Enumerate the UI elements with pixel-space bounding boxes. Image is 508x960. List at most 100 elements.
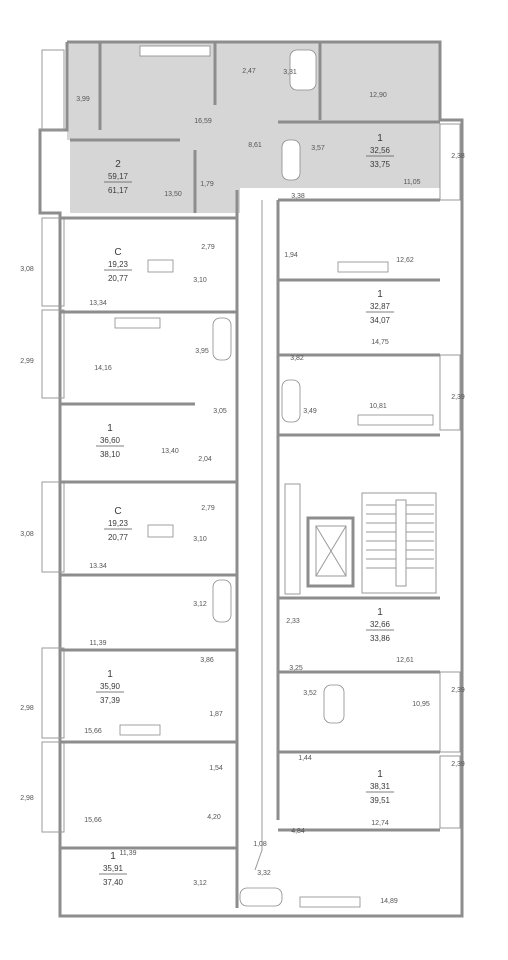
unit-total-area: 61,17 [108, 186, 129, 195]
unit-living-area: 59,17 [108, 172, 129, 181]
room-area: 2,38 [451, 153, 465, 160]
room-area: 2,39 [451, 761, 465, 768]
room-area: 14,16 [94, 365, 112, 372]
balcony [41, 647, 65, 739]
room-area: 14,75 [371, 339, 389, 346]
unit-living-area: 19,23 [108, 260, 129, 269]
unit-label[interactable]: 2 59,17 61,17 [104, 159, 132, 195]
balcony [41, 217, 65, 307]
room-area: 2,98 [20, 705, 34, 712]
balcony [439, 123, 461, 201]
unit-label[interactable]: С 19,23 20,77 [104, 247, 132, 283]
balcony [41, 49, 65, 131]
unit-type: 1 [377, 769, 383, 780]
unit-total-area: 34,07 [370, 316, 391, 325]
unit-type: 1 [377, 133, 383, 144]
room-area: 1,87 [209, 711, 223, 718]
room-area: 12,90 [369, 92, 387, 99]
unit-type: 1 [110, 851, 116, 862]
unit-total-area: 37,39 [100, 696, 121, 705]
corridor-outline [254, 200, 263, 871]
unit-living-area: 32,87 [370, 302, 391, 311]
room-area: 3,12 [193, 880, 207, 887]
room-area: 11,05 [404, 179, 421, 186]
balcony [439, 671, 461, 753]
room-area: 2,39 [451, 687, 465, 694]
room-area: 1,54 [209, 765, 223, 772]
elevator-cross [315, 525, 347, 577]
room-area: 3,10 [193, 277, 207, 284]
room-area: 3,82 [290, 355, 304, 362]
room-area: 3,38 [291, 193, 305, 200]
balcony [41, 741, 65, 833]
room-area: 14,89 [380, 898, 398, 905]
room-area: 3,57 [311, 145, 325, 152]
unit-living-area: 36,60 [100, 436, 121, 445]
unit-label[interactable]: 1 38,31 39,51 [366, 769, 394, 805]
kitchen-counters [114, 45, 434, 908]
room-area: 1,94 [284, 252, 298, 259]
room-area: 2,47 [242, 68, 256, 75]
room-area: 2,04 [198, 456, 212, 463]
unit-type: 1 [377, 607, 383, 618]
room-area: 3,05 [213, 408, 227, 415]
room-area: 3,52 [303, 690, 317, 697]
room-area: 3,12 [193, 601, 207, 608]
room-area: 8,61 [248, 142, 262, 149]
room-area: 3,31 [283, 69, 297, 76]
room-area: 2,79 [201, 244, 215, 251]
room-area: 3,25 [289, 665, 303, 672]
balcony [41, 481, 65, 573]
unit-label[interactable]: С 19,23 20,77 [104, 506, 132, 542]
unit-label[interactable]: 1 32,87 34,07 [366, 289, 394, 325]
room-area: 1,44 [298, 755, 312, 762]
room-area: 13,40 [161, 448, 179, 455]
room-area: 15,66 [84, 728, 102, 735]
room-area: 1,08 [253, 841, 267, 848]
unit-living-area: 35,90 [100, 682, 121, 691]
unit-living-area: 19,23 [108, 519, 129, 528]
room-area: 13,50 [164, 191, 182, 198]
room-area: 12,62 [396, 257, 414, 264]
room-area: 12,74 [371, 820, 389, 827]
unit-type: 1 [107, 423, 113, 434]
room-area: 10,81 [369, 403, 387, 410]
room-area: 16,59 [194, 118, 212, 125]
unit-label[interactable]: 1 35,91 37,40 [99, 851, 127, 887]
unit-total-area: 39,51 [370, 796, 391, 805]
room-area: 2,99 [20, 358, 34, 365]
unit-label[interactable]: 1 35,90 37,39 [96, 669, 124, 705]
balcony [439, 354, 461, 431]
room-area: 3,99 [76, 96, 90, 103]
unit-total-area: 37,40 [103, 878, 124, 887]
balcony [439, 755, 461, 829]
room-area: 3,86 [200, 657, 214, 664]
lobby-shaft [284, 483, 301, 595]
room-area: 11,39 [90, 640, 107, 647]
room-areas: 2,47 3,31 12,90 3,99 16,59 8,61 13,50 1,… [20, 68, 465, 905]
unit-living-area: 32,66 [370, 620, 391, 629]
unit-label[interactable]: 1 32,56 33,75 [366, 133, 394, 169]
unit-total-area: 33,86 [370, 634, 391, 643]
unit-label[interactable]: 1 32,66 33,86 [366, 607, 394, 643]
room-area: 2,39 [451, 394, 465, 401]
unit-label[interactable]: 1 36,60 38,10 [96, 423, 124, 459]
room-area: 4,84 [291, 828, 305, 835]
room-area: 11,39 [120, 850, 137, 857]
unit-type: 2 [115, 159, 121, 170]
highlighted-apartment-fill[interactable] [67, 42, 440, 213]
balcony [41, 309, 65, 399]
bath-fixtures [212, 49, 345, 907]
elevator-shaft [306, 516, 355, 588]
room-area: 2,33 [286, 618, 300, 625]
room-area: 13,34 [89, 300, 107, 307]
unit-total-area: 38,10 [100, 450, 121, 459]
unit-living-area: 32,56 [370, 146, 391, 155]
stair-treads [366, 504, 434, 569]
unit-type: С [114, 247, 121, 258]
room-area: 3,08 [20, 531, 34, 538]
room-area: 3,95 [195, 348, 209, 355]
room-area: 3,08 [20, 266, 34, 273]
unit-type: 1 [377, 289, 383, 300]
unit-living-area: 35,91 [103, 864, 124, 873]
